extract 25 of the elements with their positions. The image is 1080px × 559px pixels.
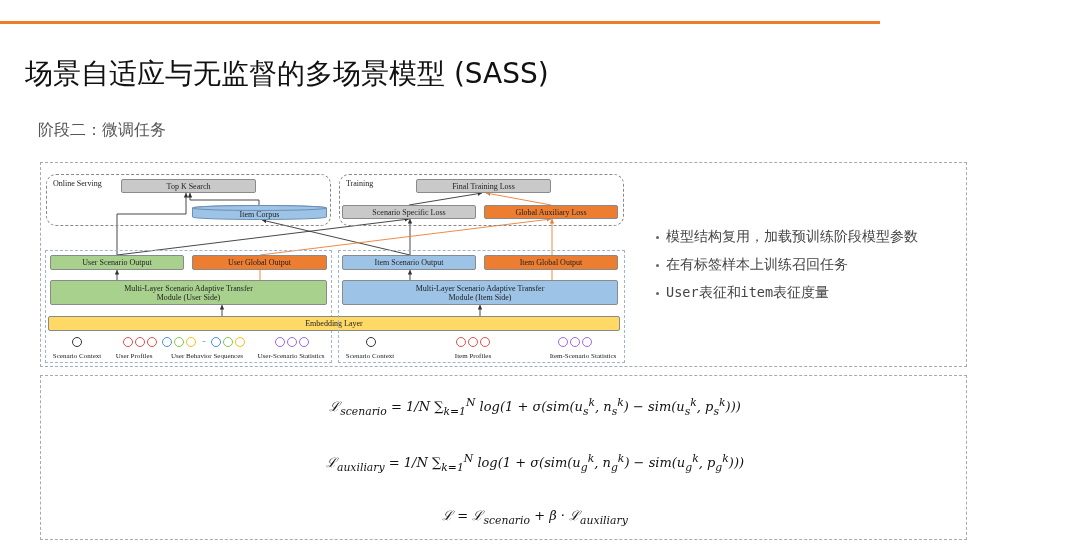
bullet-text: 在有标签样本上训练召回任务 [666, 256, 848, 274]
bullet-text: User表征和item表征度量 [666, 284, 830, 302]
group-title: Online Serving [53, 179, 102, 188]
slide-subtitle: 阶段二：微调任务 [38, 120, 166, 141]
process-box: Global Auxiliary Loss [484, 205, 618, 219]
process-box: User Global Output [192, 255, 327, 270]
bullet-text: 模型结构复用，加载预训练阶段模型参数 [666, 228, 918, 246]
database-cylinder [192, 205, 327, 220]
formula: ℒ$_{scenario}$ = 1/N ∑$_{k=1}$$^{N}$ log(1 + σ(sim(u$_{s}$$^{k}$, n$_{s}$$^{k}$) − sim(u$_{s}$$^{k}$, p$_{s}$$^{k}$))) [329, 396, 741, 418]
slide-title: 场景自适应与无监督的多场景模型 (SASS) [25, 56, 549, 92]
group-title: Training [346, 179, 374, 188]
process-box: User Scenario Output [50, 255, 184, 270]
process-box: Top K Search [121, 179, 256, 193]
formula: ℒ$_{auxiliary}$ = 1/N ∑$_{k=1}$$^{N}$ log(1 + σ(sim(u$_{g}$$^{k}$, n$_{g}$$^{k}$) − sim(u$_{g}$$^{k}$, p$_{g}$$^{k}$))) [325, 452, 745, 474]
dashed-group-box [339, 174, 624, 226]
process-box: Item Scenario Output [342, 255, 476, 270]
process-box: Scenario Specific Loss [342, 205, 476, 219]
process-box: Multi-Layer Scenario Adaptive Transfer Module (User Side) [50, 280, 327, 305]
process-box: Final Training Loss [416, 179, 551, 193]
process-box: Item Global Output [484, 255, 618, 270]
process-box: Multi-Layer Scenario Adaptive Transfer Module (Item Side) [342, 280, 618, 305]
dashed-group-box [46, 174, 331, 226]
node-label: Item Corpus [238, 210, 281, 219]
process-box: Embedding Layer [48, 316, 620, 331]
formula: ℒ = ℒ$_{scenario}$ + β · ℒ$_{auxiliary}$ [442, 507, 628, 527]
